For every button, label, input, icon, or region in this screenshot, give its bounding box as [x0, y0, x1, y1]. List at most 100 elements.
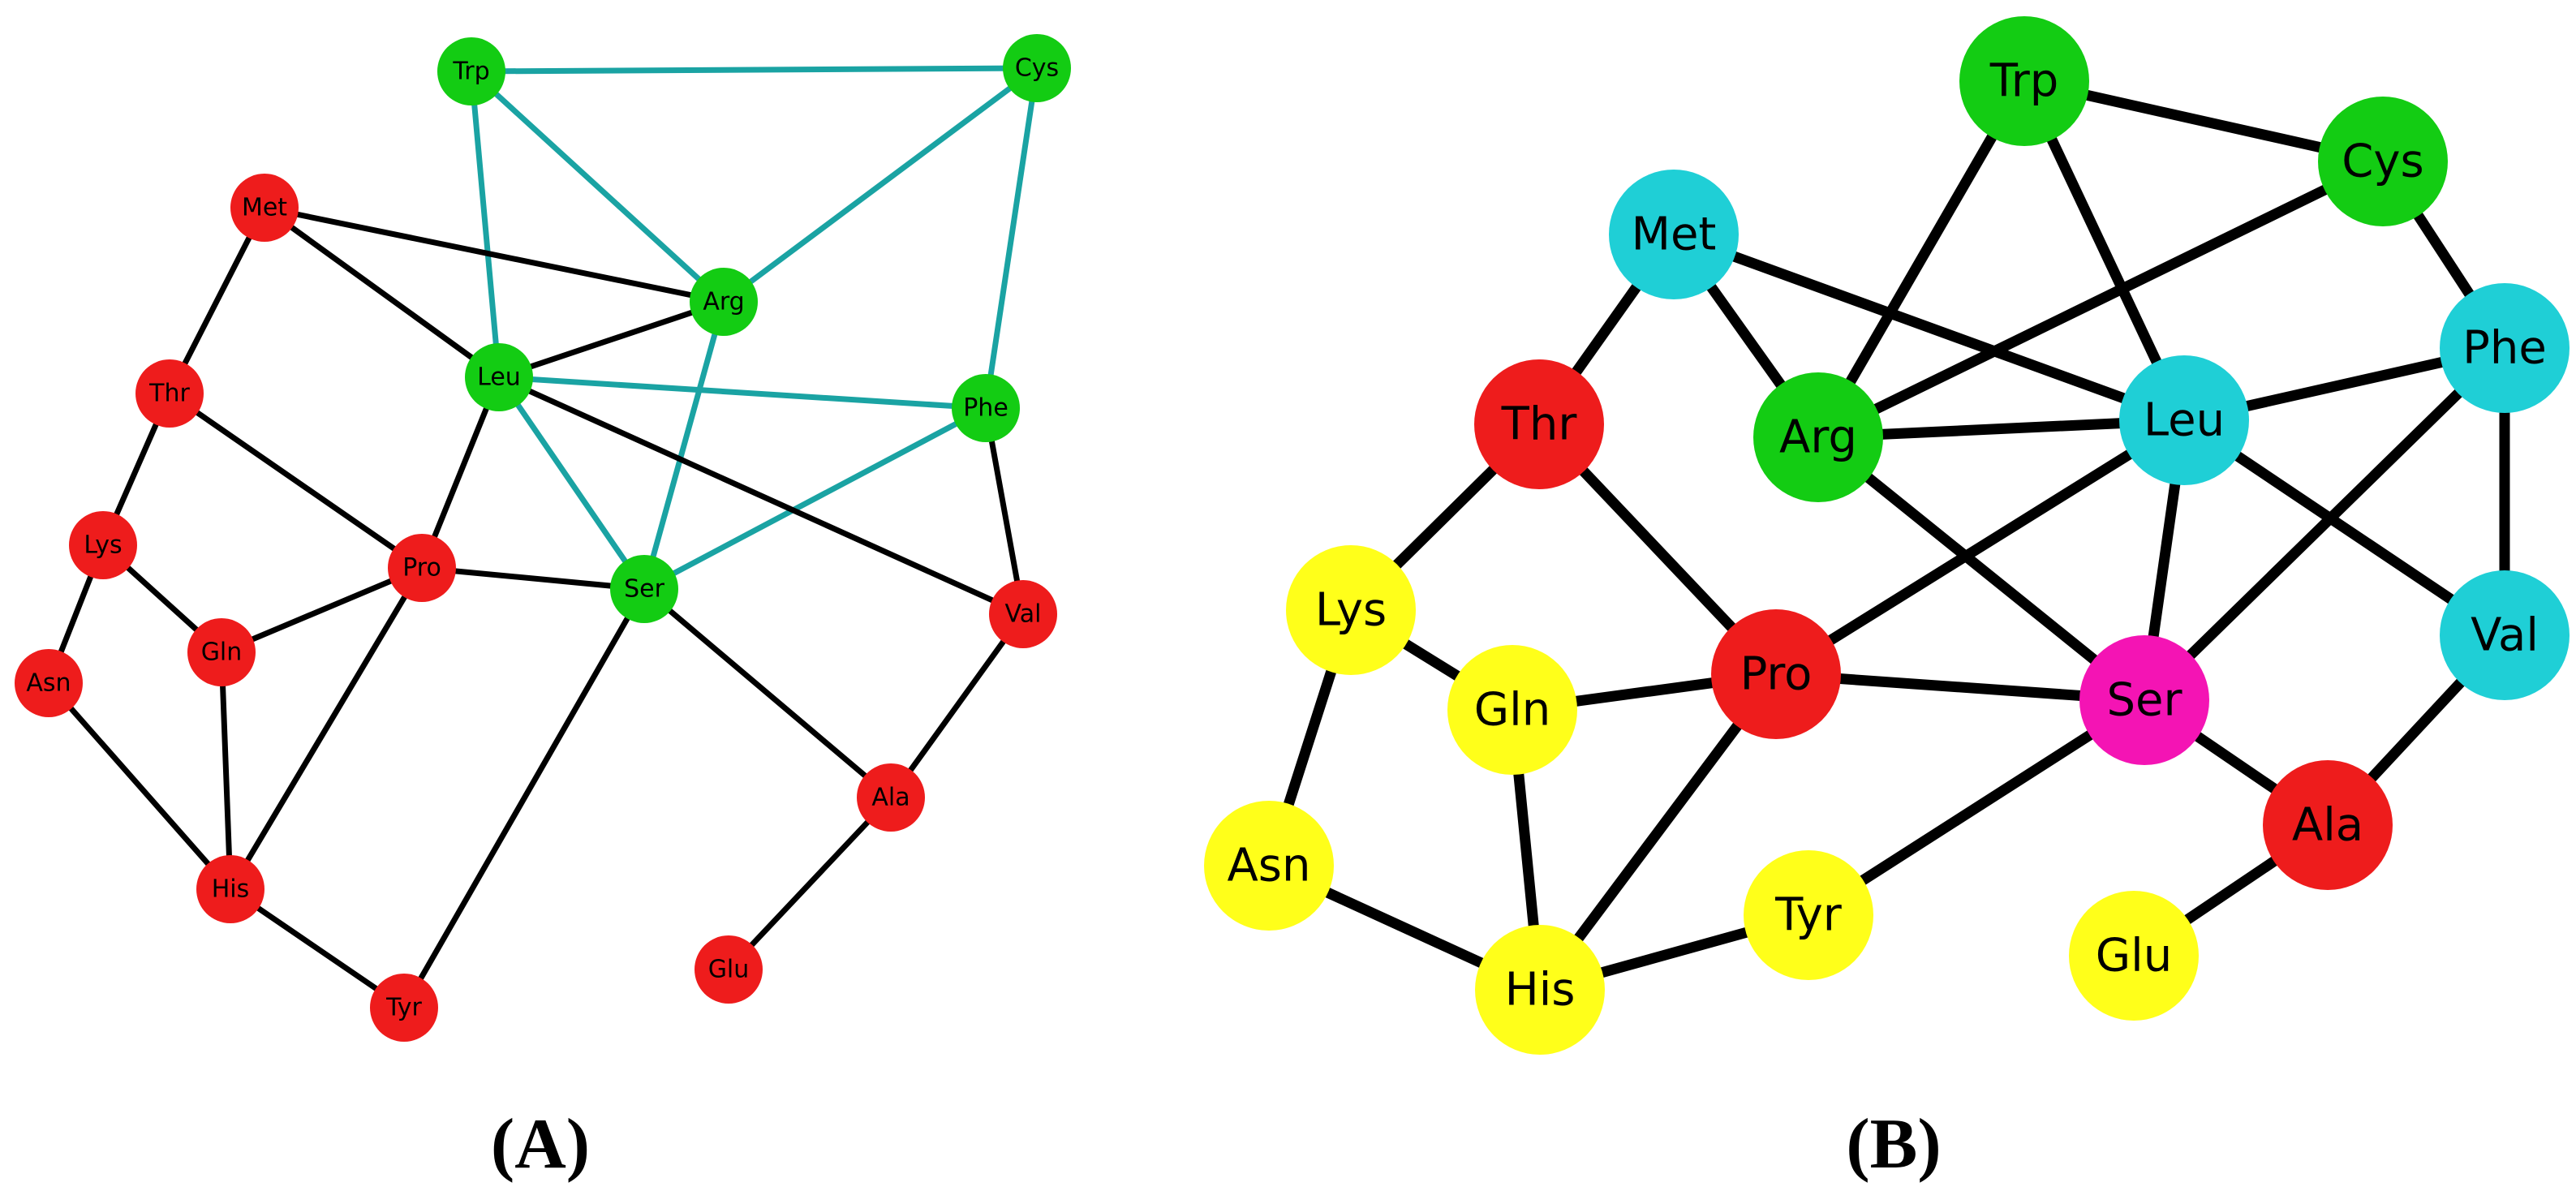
node-ala: Ala	[2263, 760, 2393, 890]
node-label: Met	[1632, 209, 1717, 261]
node-label: Asn	[1228, 840, 1311, 892]
node-label: Thr	[1501, 398, 1578, 451]
node-label: Val	[1005, 600, 1042, 629]
node-circle	[388, 534, 456, 602]
node-label: Ser	[624, 575, 665, 604]
node-label: Tyr	[385, 994, 422, 1022]
node-label: Glu	[2096, 930, 2172, 982]
edge-pro-his	[1534, 669, 1782, 995]
node-his: His	[1475, 925, 1605, 1055]
node-label: Pro	[402, 554, 441, 583]
edge-asn-his	[45, 680, 234, 892]
edge-trp-leu	[468, 68, 502, 381]
node-circle	[187, 618, 256, 686]
panel-a-caption: (A)	[490, 1105, 591, 1184]
edge-gln-his	[218, 649, 234, 892]
node-circle	[1959, 16, 2089, 146]
edge-arg-ser	[1813, 432, 2150, 706]
node-label: Asn	[26, 669, 71, 698]
node-ala: Ala	[857, 763, 925, 832]
edge-leu-phe	[496, 374, 989, 411]
edge-phe-ser	[2139, 342, 2510, 706]
node-his: His	[196, 855, 264, 923]
node-cys: Cys	[2318, 97, 2448, 226]
edge-ser-tyr	[401, 586, 647, 1011]
node-circle	[2440, 570, 2570, 700]
node-circle	[989, 580, 1057, 648]
edge-leu-arg	[496, 299, 727, 381]
edge-trp-cys	[468, 65, 1040, 75]
node-circle	[2119, 355, 2249, 485]
edge-thr-pro	[166, 390, 425, 571]
node-circle	[1474, 359, 1604, 489]
node-gln: Gln	[1447, 645, 1577, 775]
node-label: Ala	[871, 784, 910, 812]
edge-phe-val	[983, 405, 1026, 617]
node-thr: Thr	[1474, 359, 1604, 489]
node-circle	[1286, 545, 1416, 675]
edge-val-ala	[888, 611, 1026, 801]
node-label: Glu	[708, 956, 750, 984]
node-val: Val	[989, 580, 1057, 648]
node-label: His	[212, 875, 250, 904]
node-circle	[230, 174, 299, 242]
node-circle	[1475, 925, 1605, 1055]
node-circle	[610, 555, 678, 623]
node-label: Trp	[452, 58, 489, 86]
node-circle	[1447, 645, 1577, 775]
node-label: Arg	[703, 288, 744, 316]
node-phe: Phe	[2440, 283, 2570, 413]
edge-gln-pro	[218, 565, 425, 656]
node-label: Thr	[148, 380, 190, 408]
edge-met-arg	[261, 204, 727, 305]
node-label: Ala	[2292, 799, 2363, 852]
node-ser: Ser	[610, 555, 678, 623]
node-trp: Trp	[1959, 16, 2089, 146]
node-asn: Asn	[1204, 801, 1334, 931]
node-circle	[69, 511, 137, 579]
node-met: Met	[1609, 170, 1739, 299]
node-label: Leu	[2144, 394, 2225, 447]
node-pro: Pro	[388, 534, 456, 602]
node-label: Lys	[1315, 584, 1387, 637]
node-circle	[1753, 372, 1883, 502]
node-circle	[465, 343, 533, 411]
node-label: Gln	[201, 638, 243, 667]
node-gln: Gln	[187, 618, 256, 686]
node-ser: Ser	[2079, 635, 2209, 765]
edge-leu-ser	[496, 374, 647, 592]
node-circle	[1744, 850, 1873, 980]
node-circle	[2079, 635, 2209, 765]
node-circle	[690, 268, 758, 336]
node-label: Leu	[477, 363, 521, 392]
edge-met-thr	[166, 204, 268, 397]
node-asn: Asn	[15, 649, 83, 717]
edge-leu-pro	[1770, 415, 2190, 680]
edge-arg-ser	[641, 299, 727, 592]
node-label: Trp	[1989, 55, 2059, 108]
edge-leu-val	[496, 374, 1026, 617]
edge-phe-ser	[641, 405, 989, 592]
node-label: Tyr	[1774, 889, 1843, 942]
node-circle	[437, 37, 505, 105]
edge-trp-arg	[1813, 75, 2030, 443]
node-circle	[952, 374, 1020, 442]
node-tyr: Tyr	[370, 974, 438, 1042]
node-circle	[857, 763, 925, 832]
edge-his-tyr	[227, 886, 407, 1011]
edge-trp-arg	[468, 68, 727, 305]
edge-pro-ser	[419, 565, 647, 592]
edge-ser-ala	[641, 586, 894, 801]
node-label: Phe	[963, 394, 1008, 423]
node-circle	[1711, 609, 1841, 739]
node-arg: Arg	[1753, 372, 1883, 502]
panel-b-caption: (B)	[1846, 1105, 1942, 1184]
node-glu: Glu	[2069, 891, 2199, 1021]
node-lys: Lys	[69, 511, 137, 579]
node-circle	[2069, 891, 2199, 1021]
edge-cys-arg	[1813, 156, 2389, 443]
node-circle	[1003, 34, 1071, 102]
node-label: Phe	[2462, 322, 2547, 375]
